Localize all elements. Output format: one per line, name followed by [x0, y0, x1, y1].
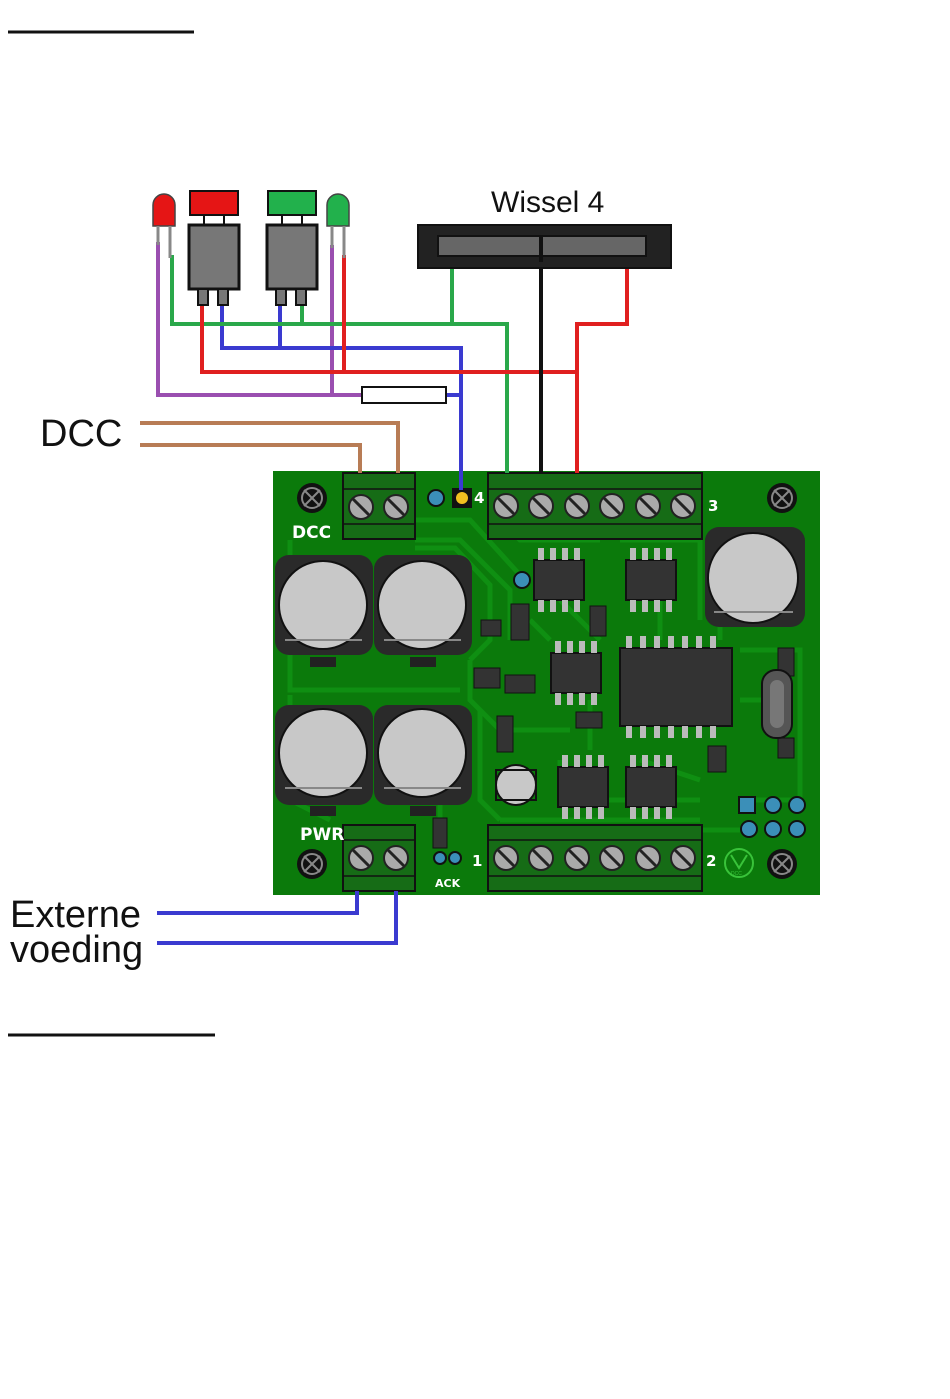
- mounting-hole-icon: [297, 483, 327, 513]
- dcc-board-label: DCC: [292, 523, 331, 543]
- button-input-pad-dot: [456, 492, 468, 504]
- terminal-screw-icon: [494, 494, 518, 518]
- terminal-screw-icon: [565, 494, 589, 518]
- dcc-label: DCC: [40, 413, 122, 455]
- button-blue-wire-top: [222, 305, 461, 395]
- port-1-label: 1: [472, 852, 482, 870]
- pwr-board-label: PWR: [300, 825, 344, 845]
- crystal-icon: [762, 670, 792, 738]
- terminal-screw-icon: [529, 494, 553, 518]
- terminal-screw-icon: [494, 846, 518, 870]
- pwr-terminal-block: [343, 825, 415, 891]
- logo-text: DCC: [731, 871, 742, 877]
- dcc-wire-b: [140, 445, 360, 473]
- resistor-icon: [362, 387, 446, 403]
- turnout-motor-icon: [418, 225, 671, 268]
- capacitor-icon: [275, 555, 373, 655]
- mounting-hole-icon: [767, 483, 797, 513]
- terminal-screw-icon: [636, 846, 660, 870]
- terminal-screw-icon: [384, 846, 408, 870]
- turnout-red-wire: [577, 262, 627, 473]
- transistor-icon: [496, 765, 536, 805]
- output-terminal-top: [488, 473, 702, 539]
- terminal-screw-icon: [529, 846, 553, 870]
- via-pad: [428, 490, 444, 506]
- port-4-label: 4: [474, 489, 484, 507]
- capacitor-icon: [705, 527, 805, 627]
- power-label-line2: voeding: [10, 929, 143, 971]
- terminal-screw-icon: [600, 846, 624, 870]
- port-2-label: 2: [706, 852, 716, 870]
- capacitor-icon: [374, 705, 472, 805]
- via-pad: [514, 572, 530, 588]
- terminal-screw-icon: [384, 495, 408, 519]
- dcc-terminal-block: [343, 473, 415, 539]
- decoder-board: DCC 4 3: [273, 471, 820, 895]
- turnout-label: Wissel 4: [491, 186, 604, 219]
- port-3-label: 3: [708, 497, 718, 515]
- terminal-screw-icon: [349, 846, 373, 870]
- power-wire-b: [157, 891, 396, 943]
- mounting-hole-icon: [297, 849, 327, 879]
- red-feedback-wire: [202, 305, 577, 372]
- terminal-screw-icon: [349, 495, 373, 519]
- microcontroller-chip-icon: [620, 636, 732, 738]
- terminal-screw-icon: [671, 494, 695, 518]
- ack-label: ACK: [435, 877, 461, 890]
- push-button-icon: [267, 191, 317, 305]
- terminal-screw-icon: [565, 846, 589, 870]
- terminal-screw-icon: [671, 846, 695, 870]
- capacitor-icon: [374, 555, 472, 655]
- terminal-screw-icon: [600, 494, 624, 518]
- mounting-hole-icon: [767, 849, 797, 879]
- push-button-icon: [189, 191, 239, 305]
- terminal-screw-icon: [636, 494, 660, 518]
- output-terminal-bottom: [488, 825, 702, 891]
- capacitor-icon: [275, 705, 373, 805]
